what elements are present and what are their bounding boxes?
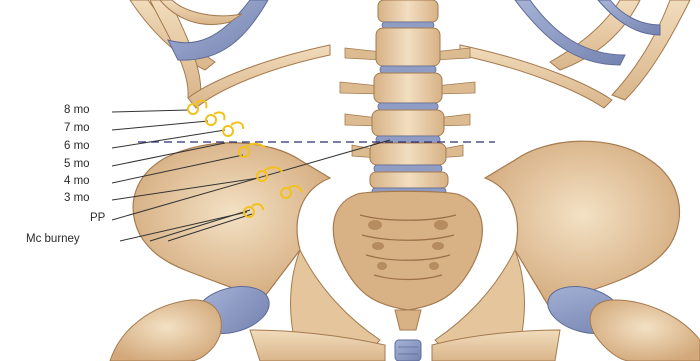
left-femur-head (110, 300, 221, 361)
vertebra (370, 172, 448, 188)
label-6mo: 6 mo (64, 140, 90, 152)
vertebra (378, 0, 438, 22)
coccyx (395, 310, 421, 330)
right-femur-head (590, 300, 700, 361)
intervertebral-disc (378, 103, 438, 110)
label-7mo: 7 mo (64, 122, 90, 134)
vertebra (372, 110, 444, 136)
intervertebral-disc (380, 66, 436, 73)
pubic-symphysis (395, 340, 421, 361)
label-4mo: 4 mo (64, 175, 90, 187)
vertebra (370, 143, 446, 165)
marker-7mo (206, 112, 224, 125)
lumbar-spine (340, 0, 475, 196)
label-8mo: 8 mo (64, 104, 90, 116)
label-5mo: 5 mo (64, 158, 90, 170)
sacrum (333, 191, 482, 310)
label-mcburney: Mc burney (26, 233, 80, 245)
intervertebral-disc (382, 22, 434, 28)
vertebra (374, 73, 442, 103)
vertebra (376, 28, 440, 66)
label-pp: PP (90, 212, 105, 224)
label-3mo: 3 mo (64, 192, 90, 204)
marker-6mo (223, 122, 243, 136)
intervertebral-disc (374, 165, 442, 172)
